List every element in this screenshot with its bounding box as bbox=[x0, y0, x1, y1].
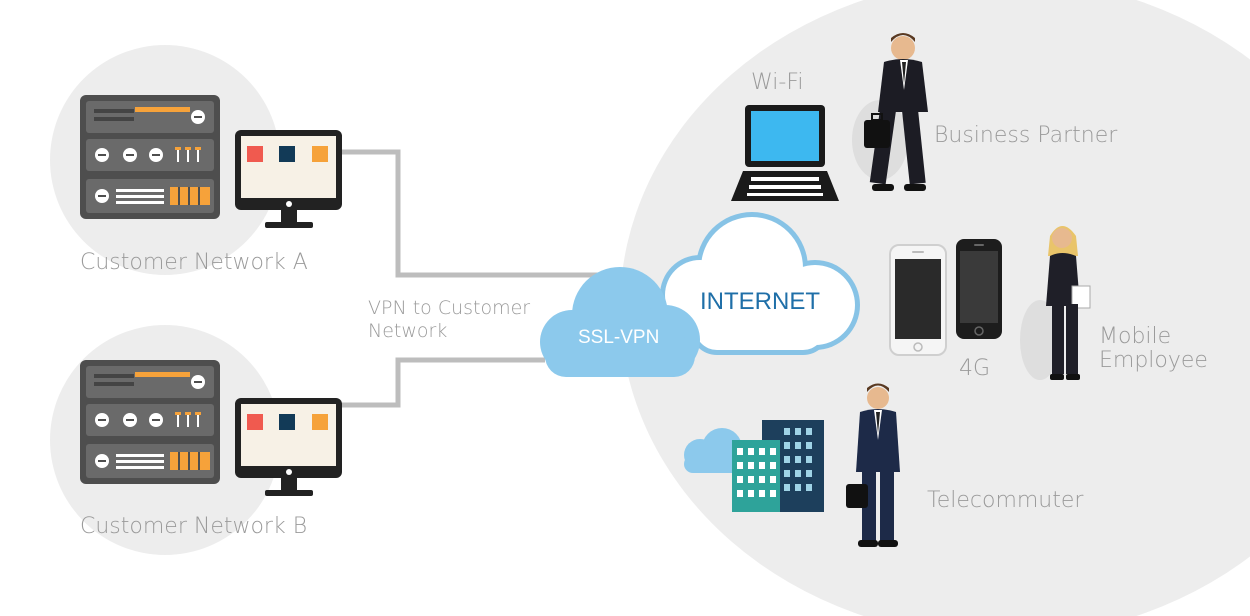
black-smartphone-icon bbox=[956, 239, 1002, 339]
ssl-vpn-cloud-icon bbox=[540, 267, 700, 377]
link-network-a bbox=[342, 149, 610, 278]
mobile-employee-person-icon bbox=[1020, 226, 1091, 380]
telecommuter-label: Telecommuter bbox=[927, 488, 1084, 513]
business-partner-label: Business Partner bbox=[934, 123, 1118, 148]
server-rack-b-icon bbox=[80, 360, 220, 484]
office-building-icon bbox=[684, 420, 824, 512]
customer-network-a-label: Customer Network A bbox=[80, 250, 308, 275]
white-smartphone-icon bbox=[889, 244, 947, 356]
wifi-label: Wi-Fi bbox=[751, 70, 804, 95]
business-partner-person-icon bbox=[852, 33, 928, 191]
monitor-b-icon bbox=[235, 398, 342, 496]
internet-label: INTERNET bbox=[700, 288, 820, 315]
customer-network-b-label: Customer Network B bbox=[80, 514, 308, 539]
laptop-icon bbox=[731, 105, 839, 201]
cellular-4g-label: 4G bbox=[959, 356, 991, 381]
link-network-b bbox=[342, 357, 545, 408]
internet-cloud-icon bbox=[660, 212, 860, 355]
server-rack-a-icon bbox=[80, 95, 220, 219]
mobile-employee-label: Mobile Employee bbox=[1099, 324, 1208, 373]
monitor-a-icon bbox=[235, 130, 342, 228]
telecommuter-person-icon bbox=[846, 383, 900, 547]
vpn-link-label: VPN to Customer Network bbox=[368, 297, 531, 342]
ssl-vpn-label: SSL-VPN bbox=[578, 327, 660, 348]
